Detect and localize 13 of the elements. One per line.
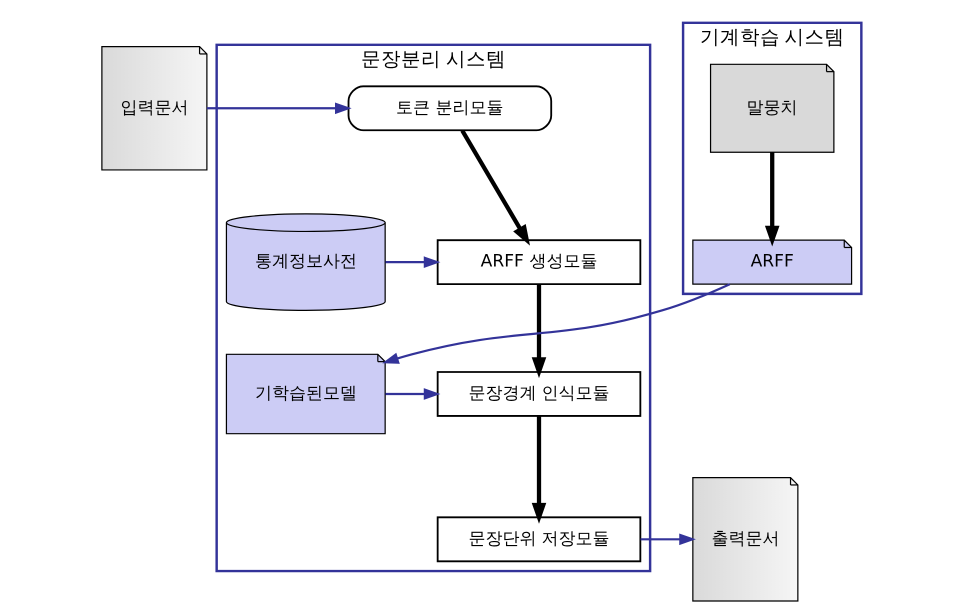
- node-box: ARFF 생성모듈: [436, 239, 642, 286]
- arrow: [532, 416, 546, 524]
- arrow: [764, 152, 780, 247]
- arrow: [382, 283, 730, 364]
- arrow: [206, 102, 352, 114]
- node-box: 문장단위 저장모듈: [436, 516, 642, 562]
- arrow: [386, 256, 440, 268]
- node-box: 문장경계 인식모듈: [436, 371, 642, 417]
- arrow: [640, 533, 696, 546]
- arrow: [386, 388, 440, 400]
- node-box: 토큰 분리모듈: [348, 85, 552, 132]
- arrow: [532, 284, 546, 378]
- arrow: [460, 129, 530, 246]
